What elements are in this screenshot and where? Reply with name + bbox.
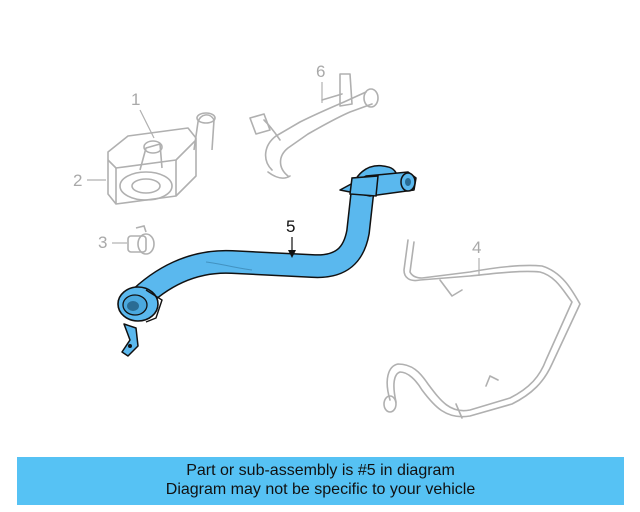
parts-diagram: 6 1 2 3 4	[73, 62, 581, 419]
part-3-fitting[interactable]	[127, 225, 155, 255]
callout-3-label: 3	[98, 233, 107, 252]
callout-4-label: 4	[472, 238, 481, 257]
banner-line-1: Part or sub-assembly is #5 in diagram	[186, 462, 455, 479]
part-info-banner: Part or sub-assembly is #5 in diagram Di…	[17, 457, 624, 505]
callout-5-label: 5	[286, 217, 295, 236]
part-5-hose[interactable]	[117, 165, 417, 357]
callout-3: 3	[98, 233, 127, 252]
part-4-tube[interactable]	[383, 239, 581, 419]
callout-6-label: 6	[316, 62, 325, 81]
part-6-pipe[interactable]	[249, 73, 379, 179]
callout-5: 5	[286, 217, 296, 258]
callout-4: 4	[472, 238, 481, 276]
callout-2: 2	[73, 171, 106, 190]
banner-line-2: Diagram may not be specific to your vehi…	[165, 481, 476, 498]
callout-1-label: 1	[131, 90, 140, 109]
part-2-oil-cooler[interactable]	[107, 112, 216, 205]
callout-2-label: 2	[73, 171, 82, 190]
callout-6: 6	[316, 62, 325, 103]
callout-1: 1	[131, 90, 155, 139]
